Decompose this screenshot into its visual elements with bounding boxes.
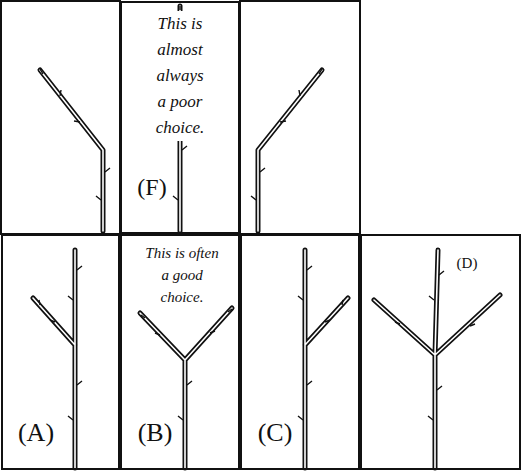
figure-label: (F) (130, 173, 174, 201)
figure-panel: This is almost always a poor choice. (F) (120, 1, 240, 234)
figure-panel: This is often a good choice. (B) (120, 234, 240, 470)
figure-label: (B) (132, 418, 178, 448)
figure-label: (C) (252, 418, 298, 448)
figure-label: (A) (13, 418, 59, 448)
figure-panel: (A) (1, 234, 120, 470)
figure-label: (D) (450, 254, 484, 272)
figure-panel: (C) (240, 234, 360, 470)
figure-panel: (D) (360, 234, 521, 470)
note-text: This is often a good choice. (142, 242, 222, 308)
bud-marks (39, 6, 475, 420)
stem-inner (33, 6, 500, 468)
note-text: This is almost always a poor choice. (152, 11, 208, 141)
stem-outline (33, 6, 500, 468)
